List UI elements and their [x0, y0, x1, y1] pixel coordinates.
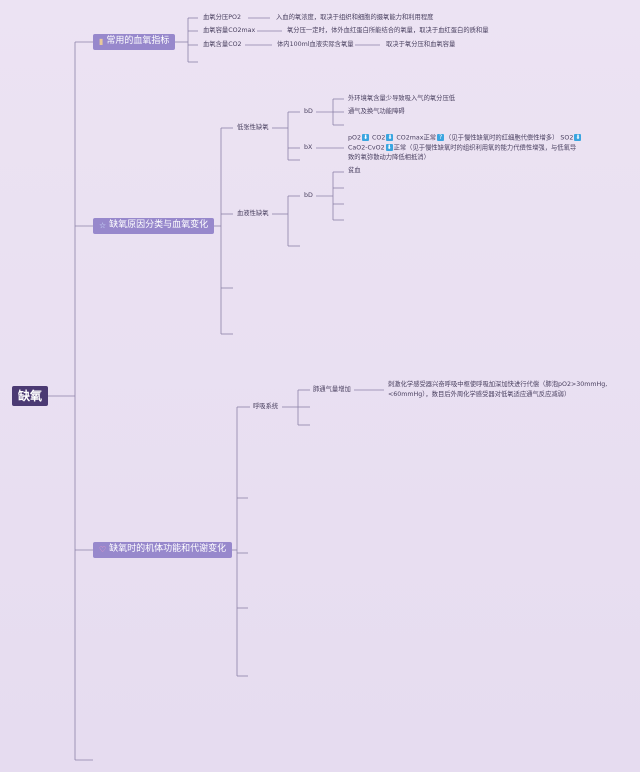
- branch-label: 缺氧原因分类与血氧变化: [109, 220, 209, 231]
- hypotonic-bx-line-2: CaO2-CvO2⬇正常（见于慢性缺氧时的组织利用氧的能力代偿性增强，与低氧导: [348, 144, 577, 152]
- branch-blood-oxygen-indicators[interactable]: ▮ 常用的血氧指标: [93, 34, 176, 50]
- hemic-bd[interactable]: bD: [304, 192, 313, 199]
- cause-hemic[interactable]: 血液性缺氧: [237, 210, 269, 217]
- heart-icon: ♡: [99, 545, 107, 554]
- down-arrow-icon: ⬇: [574, 134, 582, 141]
- cause-hypotonic[interactable]: 低张性缺氧: [237, 124, 269, 131]
- hypotonic-bx-line-1: pO2⬇ CO2⬇ CO2max正常?（见于慢性缺氧时的红细胞代偿性增多） SO…: [348, 134, 582, 142]
- down-arrow-icon: ⬇: [361, 134, 369, 141]
- indicator-co2[interactable]: 血氧含量CO2: [203, 41, 242, 48]
- root-topic[interactable]: 缺氧: [12, 386, 48, 406]
- indicator-co2max[interactable]: 血氧容量CO2max: [203, 27, 256, 34]
- branch-label: 常用的血氧指标: [106, 36, 170, 47]
- hemic-bd-item-anemia: 贫血: [348, 167, 361, 174]
- indicator-co2-desc-2: 取决于氧分压和血氧容量: [386, 41, 456, 48]
- indicator-po2[interactable]: 血氧分压PO2: [203, 14, 241, 21]
- down-arrow-icon: ⬇: [385, 144, 393, 151]
- down-arrow-icon: ⬇: [386, 134, 394, 141]
- indicator-co2-desc: 体内100ml血液实际含氧量: [277, 41, 354, 48]
- star-icon: ☆: [99, 221, 107, 230]
- question-icon: ?: [437, 134, 445, 141]
- hypotonic-bx[interactable]: bX: [304, 144, 313, 151]
- change-ventilation[interactable]: 肺通气量增加: [313, 386, 351, 393]
- indicator-co2max-desc: 氧分压一定时，体外血红蛋白所能结合的氧量，取决于血红蛋白的质和量: [287, 27, 489, 34]
- hypotonic-bd-item-1: 外环境氧含量少导致吸入气的氧分压低: [348, 95, 456, 102]
- branch-label: 缺氧时的机体功能和代谢变化: [109, 544, 227, 555]
- branch-hypoxia-changes[interactable]: ♡ 缺氧时的机体功能和代谢变化: [93, 542, 233, 558]
- change-respiratory[interactable]: 呼吸系统: [253, 403, 279, 410]
- hypotonic-bd[interactable]: bD: [304, 108, 313, 115]
- hypotonic-bx-line-3: 致的氧弥散动力降低相抵消）: [348, 154, 430, 161]
- indicator-po2-desc: 入血的氧浓度，取决于组织和细胞的摄氧能力和利用程度: [276, 14, 434, 21]
- change-mechanism-line-1: 刺激化学感受器兴奋呼吸中枢使呼吸加深加快进行代偿（肺泡pO2>30mmHg,: [388, 381, 608, 388]
- notebook-icon: ▮: [99, 37, 104, 46]
- branch-hypoxia-causes[interactable]: ☆ 缺氧原因分类与血氧变化: [93, 218, 215, 234]
- hypotonic-bd-item-2: 通气及换气功能障碍: [348, 108, 405, 115]
- change-mechanism-line-2: <60mmHg），数目后外周化学感受器对低氧适应通气反应减弱）: [388, 391, 571, 398]
